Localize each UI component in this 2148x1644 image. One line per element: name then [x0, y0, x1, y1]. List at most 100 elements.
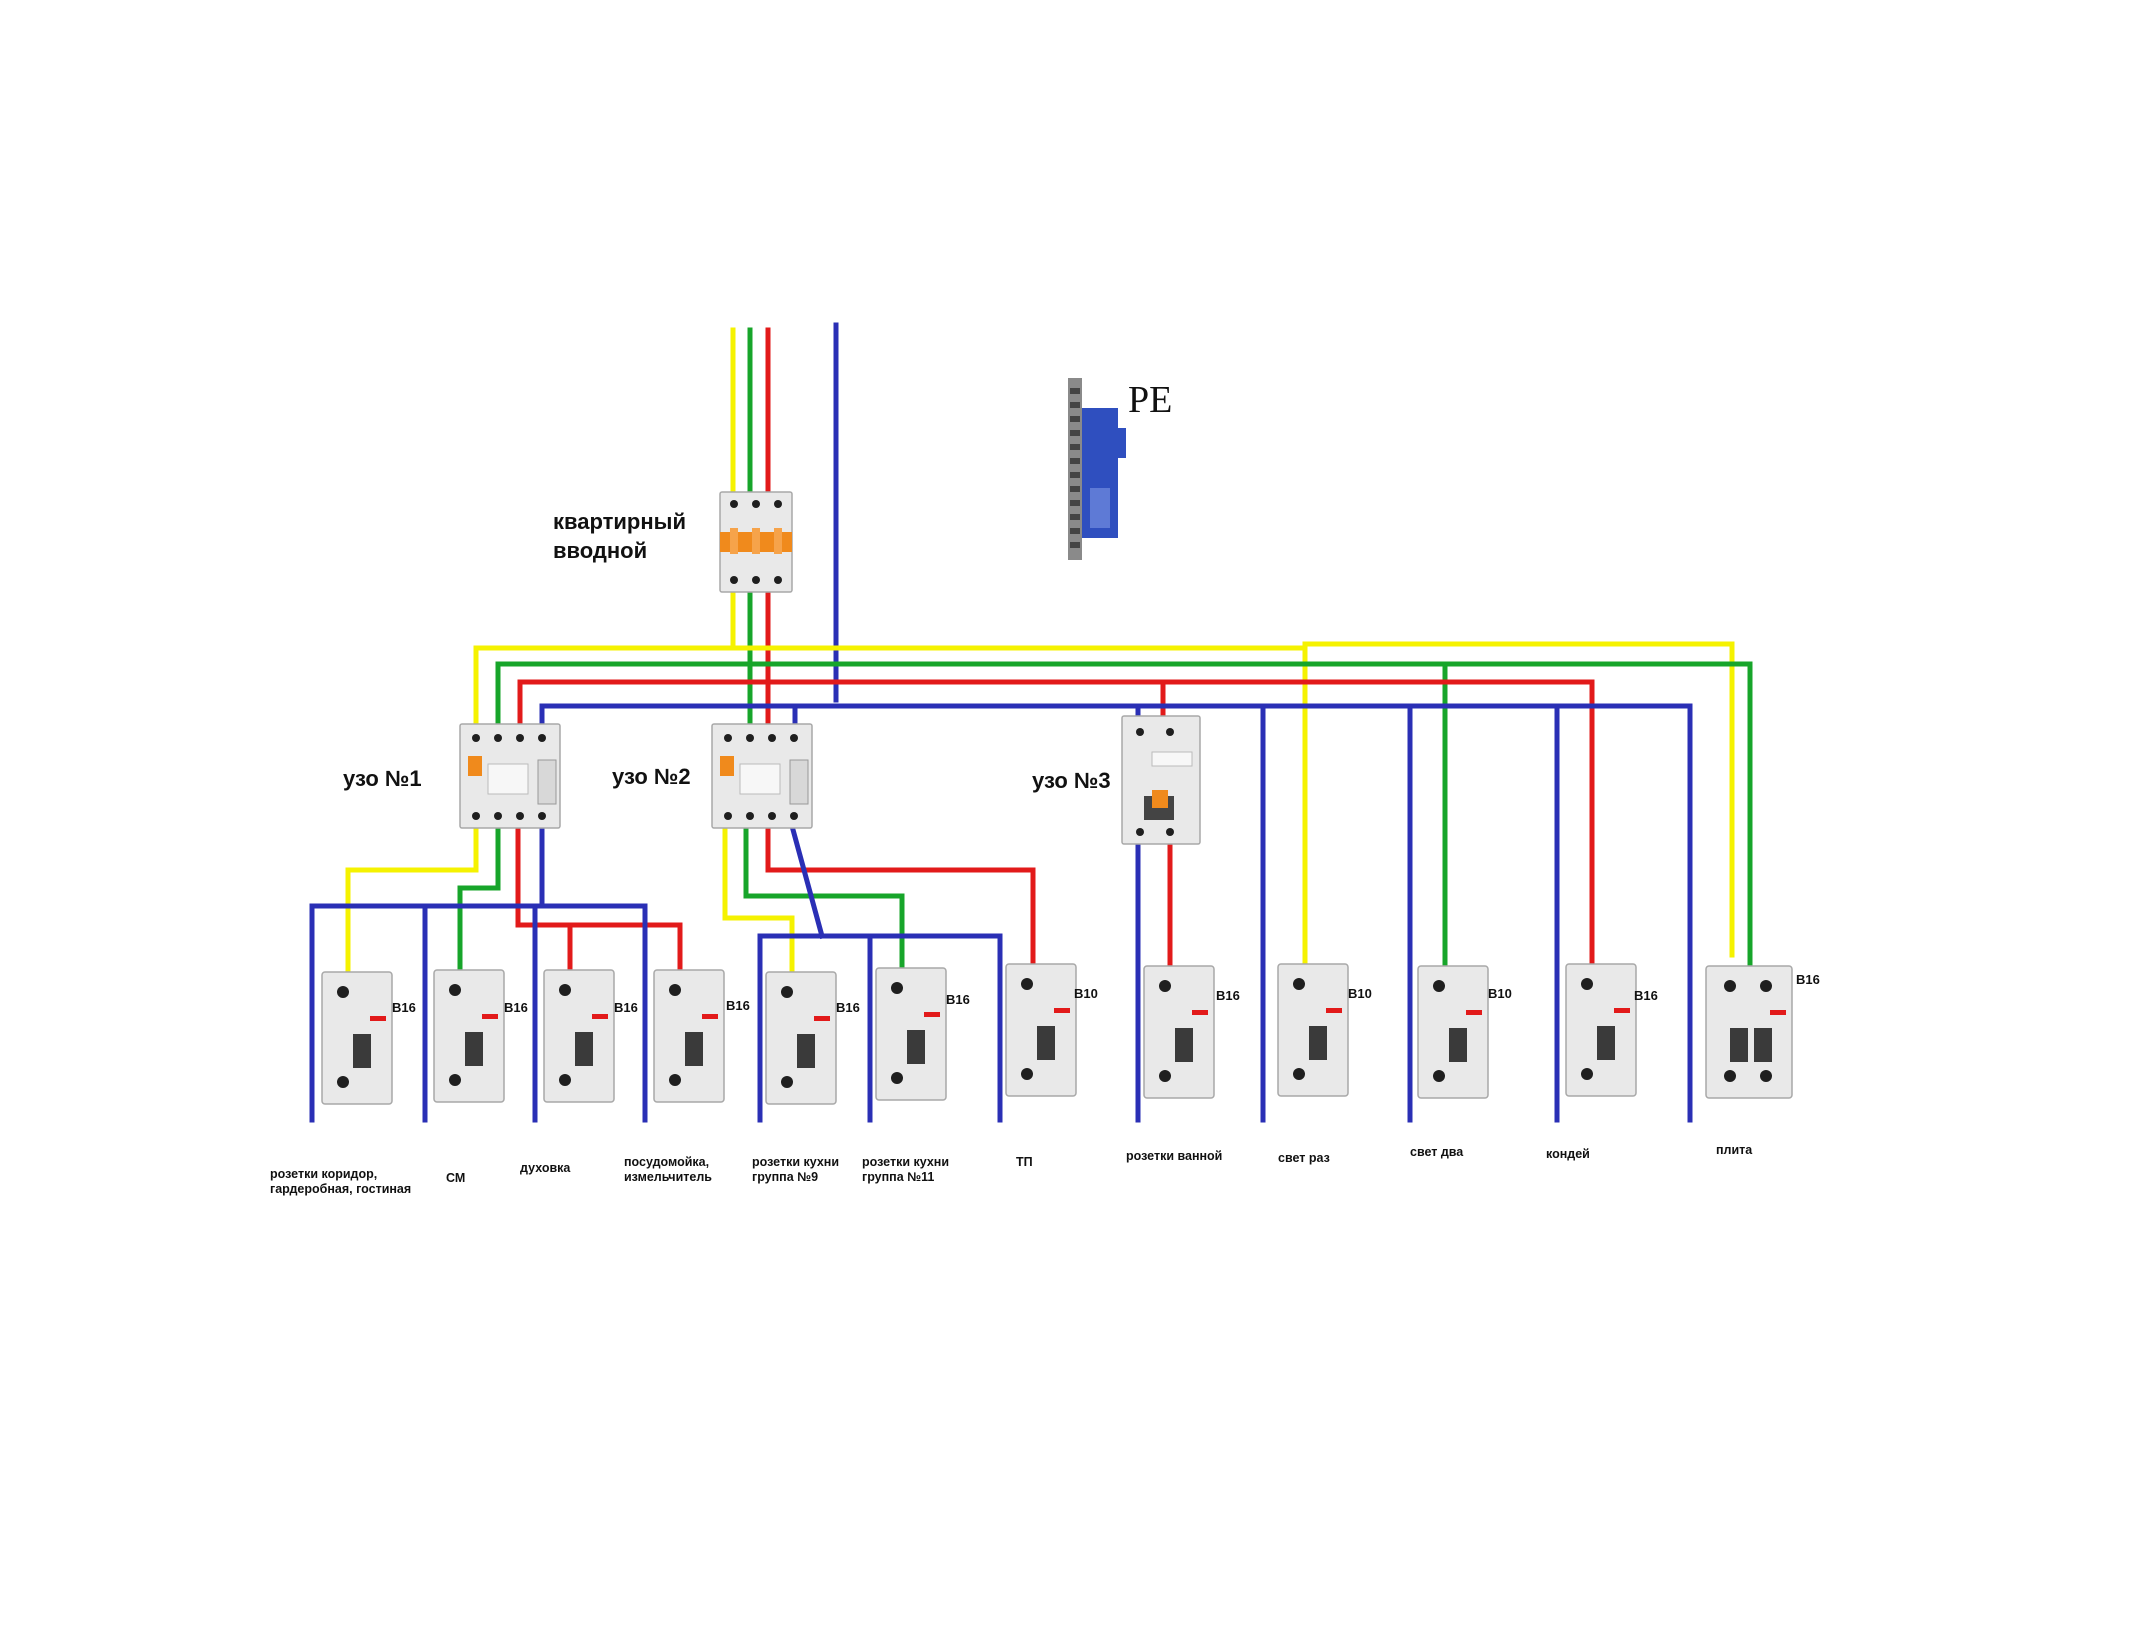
brand-stripe: [1326, 1008, 1342, 1013]
red-bus-wire: [517, 679, 1595, 968]
breaker-circuit-label-line: кондей: [1546, 1147, 1590, 1161]
breaker-circuit-label-line: розетки коридор,: [270, 1167, 377, 1181]
breaker-circuit-label-line: розетки кухни: [862, 1155, 949, 1169]
terminal-screw: [1159, 1070, 1171, 1082]
breaker-handle: [1449, 1028, 1467, 1062]
terminal-screw: [559, 1074, 571, 1086]
rcd2-neutral-bar-wire: [757, 933, 1003, 1123]
breaker-handle: [1597, 1026, 1615, 1060]
breaker-circuit-label-line: свет два: [1410, 1145, 1464, 1159]
terminal-screw: [781, 986, 793, 998]
breaker-circuit-label: плита: [1716, 1143, 1753, 1157]
rcd1-green-out-wire: [457, 823, 501, 975]
breaker-handle: [1037, 1026, 1055, 1060]
brand-stripe: [1614, 1008, 1630, 1013]
breaker-4: B16 посудомойка,измельчитель: [624, 969, 750, 1184]
yellow-bus-wire: [473, 641, 1735, 958]
breaker-circuit-label: свет два: [1410, 1145, 1464, 1159]
terminal-screw: [337, 986, 349, 998]
green-bus-wire: [495, 661, 1753, 968]
breaker-circuit-label-line: группа №9: [752, 1170, 818, 1184]
terminal-screw: [1581, 978, 1593, 990]
main-breaker: [719, 491, 793, 593]
terminal-screw: [781, 1076, 793, 1088]
terminal-screw: [1159, 980, 1171, 992]
breaker-rating: B10: [1488, 986, 1512, 1001]
brand-stripe: [1770, 1010, 1786, 1015]
wires: [309, 322, 1753, 1123]
terminal-screw: [337, 1076, 349, 1088]
breaker-circuit-label-line: свет раз: [1278, 1151, 1330, 1165]
brand-stripe: [1466, 1010, 1482, 1015]
terminal-screw: [559, 984, 571, 996]
breaker-handle: [353, 1034, 371, 1068]
terminal-screw: [1581, 1068, 1593, 1080]
main-breaker-label: квартирный вводной: [553, 509, 692, 563]
breakers: B16 розетки коридор,гардеробная, гостиная…: [270, 963, 1820, 1196]
breaker-circuit-label-line: посудомойка,: [624, 1155, 709, 1169]
rcd-2: [711, 723, 813, 829]
breaker-rating: B16: [504, 1000, 528, 1015]
brand-stripe: [592, 1014, 608, 1019]
rcd1-red-out-wire: [515, 823, 683, 975]
breaker-circuit-label-line: плита: [1716, 1143, 1753, 1157]
brand-stripe: [482, 1014, 498, 1019]
terminal-screw: [1724, 1070, 1736, 1082]
blue-bus-wire: [539, 703, 1693, 1123]
breaker-rating: B16: [614, 1000, 638, 1015]
terminal-screw: [1724, 980, 1736, 992]
breaker-handle: [1754, 1028, 1772, 1062]
rcd2-yellow-out-wire: [722, 823, 795, 975]
breaker-circuit-label-line: гардеробная, гостиная: [270, 1182, 411, 1196]
breaker-3: B16 духовка: [520, 969, 638, 1175]
terminal-screw: [449, 1074, 461, 1086]
breaker-rating: B10: [1074, 986, 1098, 1001]
breaker-rating: B16: [392, 1000, 416, 1015]
breaker-circuit-label-line: ТП: [1016, 1155, 1033, 1169]
labels: квартирный вводной PE узо №1 узо №2 узо …: [343, 379, 1172, 793]
breaker-rating: B16: [1634, 988, 1658, 1003]
breaker-handle: [1309, 1026, 1327, 1060]
terminal-screw: [1433, 1070, 1445, 1082]
breaker-11: B16 кондей: [1546, 963, 1658, 1161]
rcd-1: [459, 723, 561, 829]
breaker-rating: B16: [836, 1000, 860, 1015]
terminal-screw: [1021, 1068, 1033, 1080]
breaker-circuit-label: кондей: [1546, 1147, 1590, 1161]
terminal-screw: [891, 982, 903, 994]
breaker-rating: B16: [1796, 972, 1820, 987]
breaker-rating: B16: [946, 992, 970, 1007]
rcd2-red-out-wire: [765, 823, 1036, 971]
breaker-circuit-label: духовка: [520, 1161, 571, 1175]
breaker-circuit-label: посудомойка,измельчитель: [624, 1155, 712, 1184]
breaker-circuit-label-line: розетки ванной: [1126, 1149, 1222, 1163]
breaker-handle: [465, 1032, 483, 1066]
terminal-screw: [1293, 978, 1305, 990]
rcd1-neutral-bar-wire: [309, 903, 648, 1123]
devices: B16 розетки коридор,гардеробная, гостиная…: [270, 378, 1820, 1196]
breaker-circuit-label: ТП: [1016, 1155, 1033, 1169]
breaker-1: B16 розетки коридор,гардеробная, гостиная: [270, 971, 416, 1196]
terminal-screw: [1760, 980, 1772, 992]
breaker-handle: [1730, 1028, 1748, 1062]
rcd3-label: узо №3: [1032, 768, 1111, 793]
rcd2-label: узо №2: [612, 764, 691, 789]
breaker-handle: [575, 1032, 593, 1066]
rcd-3: [1121, 715, 1201, 845]
terminal-screw: [669, 984, 681, 996]
breaker-circuit-label: розетки ванной: [1126, 1149, 1222, 1163]
breaker-body: [1705, 965, 1793, 1099]
breaker-circuit-label-line: СМ: [446, 1171, 465, 1185]
breaker-handle: [685, 1032, 703, 1066]
breaker-rating: B16: [726, 998, 750, 1013]
pe-label: PE: [1128, 379, 1172, 421]
brand-stripe: [1054, 1008, 1070, 1013]
